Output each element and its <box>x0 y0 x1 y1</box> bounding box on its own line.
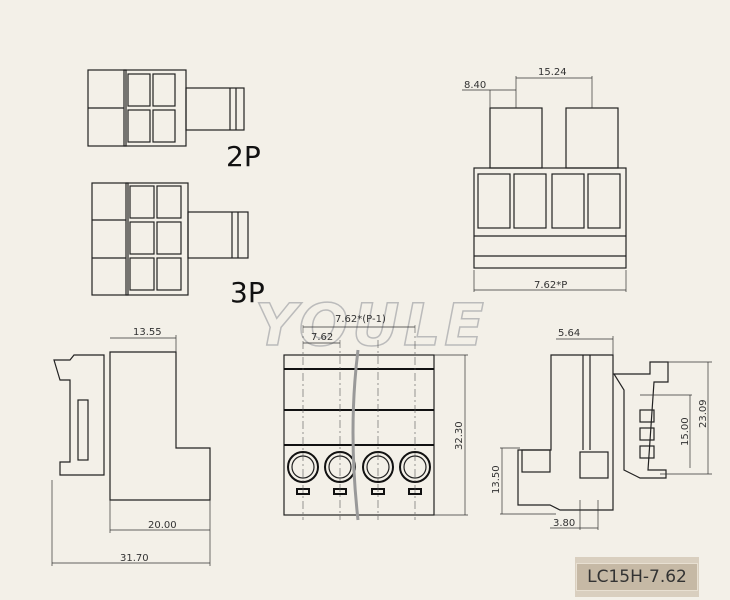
front-view: 7.62*(P-1) 7.62 32.30 <box>283 314 468 521</box>
top-view: 8.40 15.24 7.62*P <box>462 67 627 292</box>
dim-8-40: 8.40 <box>464 80 486 91</box>
dim-13-50: 13.50 <box>491 465 502 494</box>
dim-31-70: 31.70 <box>120 553 149 564</box>
iso-view-2p: 2P <box>87 69 261 173</box>
label-2p: 2P <box>226 140 261 173</box>
dim-7-62-p-minus-1: 7.62*(P-1) <box>335 314 386 325</box>
label-3p: 3P <box>230 276 265 309</box>
dim-15-24: 15.24 <box>538 67 567 78</box>
dim-7-62: 7.62 <box>311 332 333 343</box>
model-label: LC15H-7.62 <box>576 563 698 591</box>
watermark: YOULE <box>255 291 488 359</box>
section-view: 5.64 23.09 15.00 13.50 3.80 <box>491 328 712 530</box>
dim-7-62p: 7.62*P <box>534 280 567 291</box>
dim-20-00: 20.00 <box>148 520 177 531</box>
model-label-box: LC15H-7.62 <box>575 557 699 597</box>
dim-5-64: 5.64 <box>558 328 580 339</box>
dim-13-55: 13.55 <box>133 327 162 338</box>
dim-3-80: 3.80 <box>553 518 575 529</box>
side-view-left: 13.55 20.00 31.70 <box>51 327 211 566</box>
dim-15-00: 15.00 <box>680 417 691 446</box>
dim-23-09: 23.09 <box>698 399 709 428</box>
dim-32-30: 32.30 <box>454 421 465 450</box>
iso-view-3p: 3P <box>91 182 265 309</box>
